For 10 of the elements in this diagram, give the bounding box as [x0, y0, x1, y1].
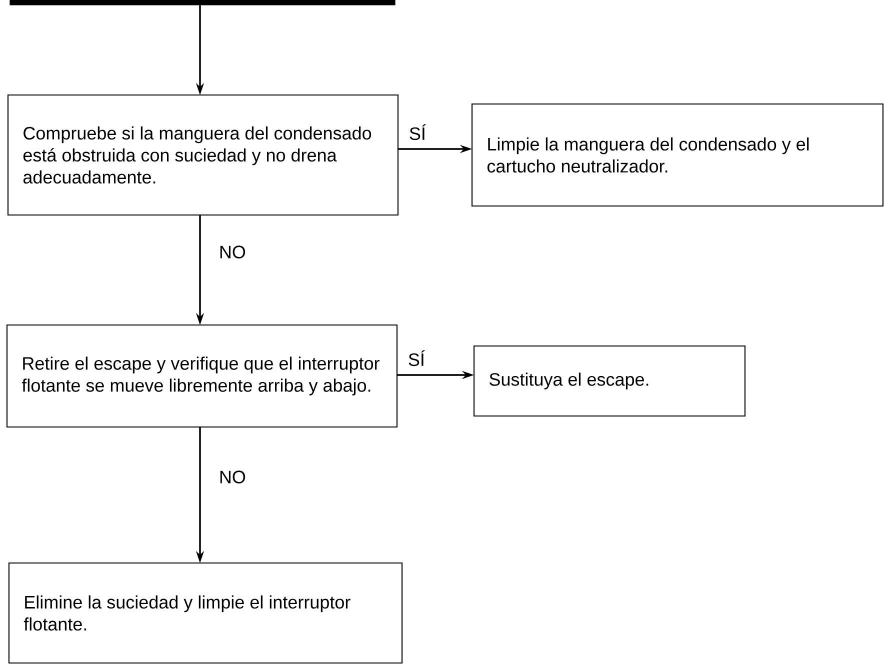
edge-label: SÍ [408, 350, 425, 366]
process-box: Elimine la suciedad y limpie el interruptor flotante. [8, 562, 403, 664]
bar [10, 0, 396, 6]
edge-label: SÍ [410, 124, 426, 140]
process-box: Retire el escape y verifique que el interruptor flotante se mueve libremente arriba y abajo. [6, 324, 398, 428]
process-box: Limpie la manguera del condensado y el cartucho neutralizador. [472, 103, 884, 207]
edge-label: NO [220, 470, 246, 484]
edge-label: NO [220, 246, 246, 258]
process-box: Sustituya el escape. [474, 345, 746, 417]
process-box: Compruebe si la manguera del condensado está obstruida con suciedad y no drena adecuadamente. [7, 94, 399, 216]
